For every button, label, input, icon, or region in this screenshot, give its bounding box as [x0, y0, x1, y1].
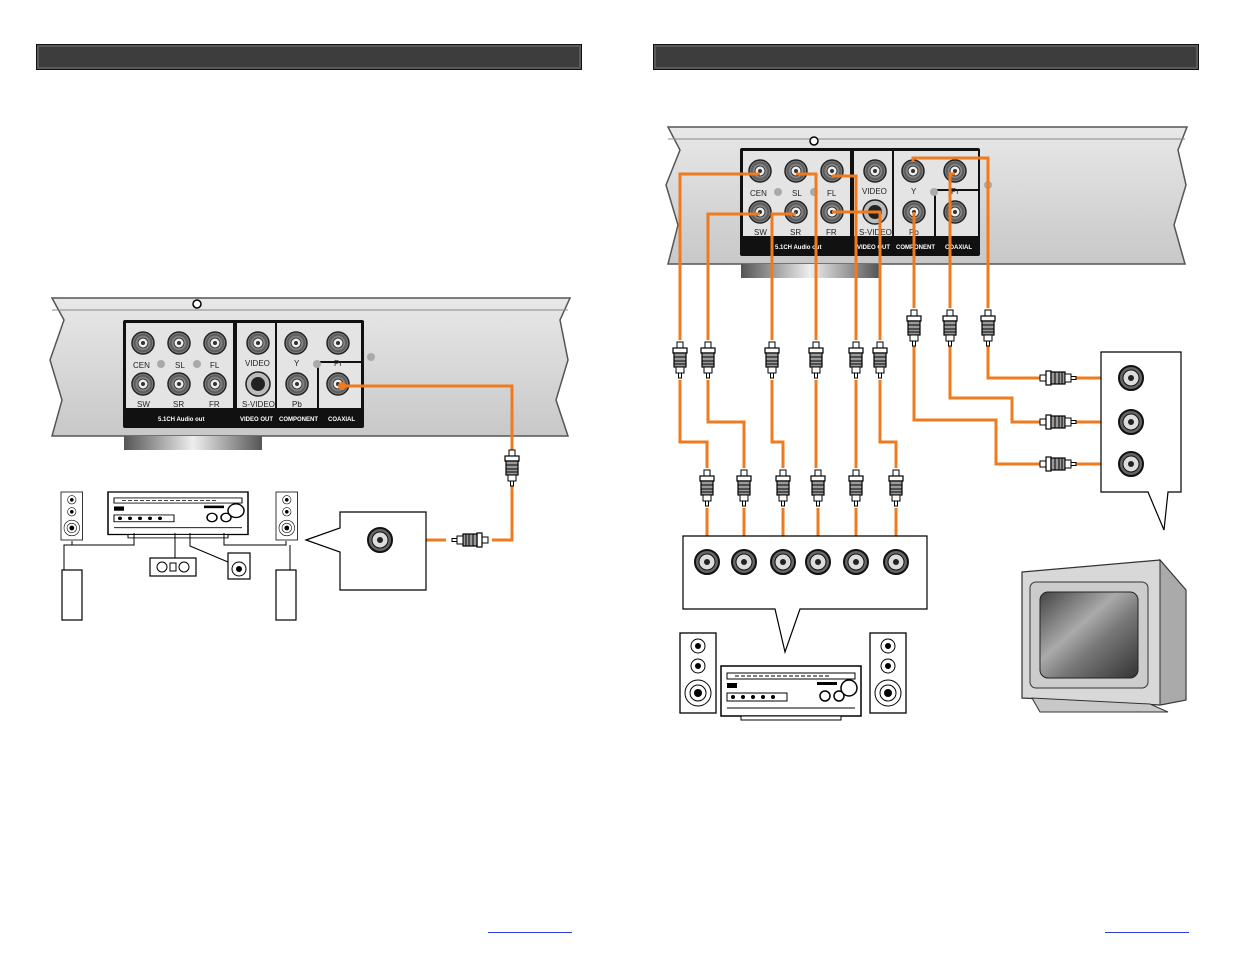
- left-receiver-setup: [60, 491, 427, 621]
- av-receiver-icon: [720, 665, 862, 721]
- label-y: Y: [911, 187, 917, 196]
- rca-plug-icon: [888, 469, 904, 507]
- label-video-out: VIDEO OUT: [240, 417, 273, 423]
- label-sw: SW: [137, 400, 150, 409]
- rca-plug-icon: [980, 309, 996, 347]
- label-sw: SW: [754, 228, 767, 237]
- rca-plug-icon: [942, 309, 958, 347]
- right-dvd-back-panel: CEN SL FL SW SR FR VIDEO S-VIDEO Y Pb Pr…: [665, 126, 1189, 278]
- label-coaxial: COAXIAL: [328, 417, 355, 423]
- tv-input-callout: [1100, 351, 1182, 531]
- label-coaxial: COAXIAL: [945, 245, 972, 251]
- speaker-icon: [869, 632, 907, 714]
- label-pr: Pr: [334, 359, 342, 368]
- left-footer-link[interactable]: [488, 926, 572, 933]
- speaker-icon: [679, 632, 717, 714]
- label-sr: SR: [173, 400, 184, 409]
- rca-plug-icon: [451, 532, 489, 548]
- rca-plug-icon: [1039, 414, 1077, 430]
- label-audio-out: 5.1CH Audio out: [775, 245, 821, 251]
- label-fl: FL: [827, 189, 837, 198]
- left-header-bar: [36, 44, 582, 70]
- rca-plug-icon: [775, 469, 791, 507]
- rca-plug-icon: [1039, 456, 1077, 472]
- label-video: VIDEO: [862, 187, 887, 196]
- rca-plug-icon: [504, 449, 520, 487]
- right-header-bar: [653, 44, 1199, 70]
- label-component: COMPONENT: [279, 417, 318, 423]
- right-receiver-setup: [679, 632, 907, 721]
- rca-plug-icon: [700, 341, 716, 379]
- rca-plugs: [672, 309, 1077, 507]
- label-s-video: S-VIDEO: [859, 228, 892, 237]
- tv-icon: [1021, 558, 1187, 713]
- label-sl: SL: [792, 189, 802, 198]
- left-dvd-back-panel: CEN SL FL SW SR FR VIDEO S-VIDEO Y Pb Pr…: [49, 297, 572, 450]
- av-receiver-icon: [107, 491, 249, 539]
- label-pb: Pb: [292, 400, 302, 409]
- rca-plug-icon: [764, 341, 780, 379]
- label-cen: CEN: [750, 189, 767, 198]
- label-fl: FL: [210, 361, 220, 370]
- label-fr: FR: [209, 400, 220, 409]
- label-component: COMPONENT: [896, 245, 935, 251]
- rca-plug-icon: [848, 341, 864, 379]
- right-footer-link[interactable]: [1105, 926, 1189, 933]
- rca-plug-icon: [810, 469, 826, 507]
- label-cen: CEN: [133, 361, 150, 370]
- label-sl: SL: [175, 361, 185, 370]
- rca-plug-icon: [672, 341, 688, 379]
- rca-plug-icon: [906, 309, 922, 347]
- rca-plug-icon: [848, 469, 864, 507]
- label-fr: FR: [826, 228, 837, 237]
- label-y: Y: [294, 359, 300, 368]
- rca-plug-icon: [808, 341, 824, 379]
- receiver-input-callout: [682, 535, 928, 655]
- label-video: VIDEO: [245, 359, 270, 368]
- rca-plug-icon: [1039, 370, 1077, 386]
- rca-plug-icon: [699, 469, 715, 507]
- label-pr: Pr: [951, 187, 959, 196]
- rca-plug-icon: [736, 469, 752, 507]
- label-audio-out: 5.1CH Audio out: [158, 417, 204, 423]
- label-s-video: S-VIDEO: [242, 400, 275, 409]
- rca-plug-icon: [872, 341, 888, 379]
- label-sr: SR: [790, 228, 801, 237]
- label-video-out: VIDEO OUT: [857, 245, 890, 251]
